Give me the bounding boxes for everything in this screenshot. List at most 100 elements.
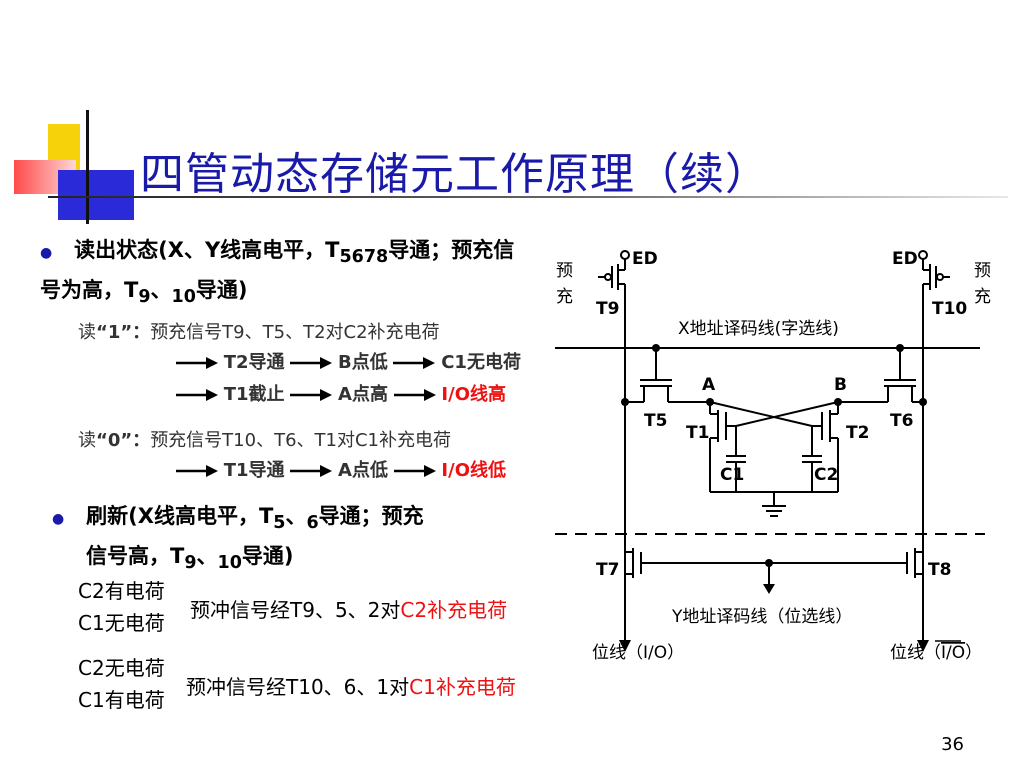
subscript: 9 [138, 287, 151, 308]
read-one-step: A点高 [338, 384, 388, 405]
read-zero-step: 预充信号T10、T6、T1对C1补充电荷 [150, 430, 452, 451]
precharge-label-left: 预 [556, 261, 573, 281]
gate-bubble [604, 273, 612, 281]
refresh-case2-state: C2无电荷 C1有电荷 [78, 652, 165, 716]
read-zero-step: T1导通 [223, 460, 285, 481]
ed-label-left: ED [632, 249, 658, 269]
slide-title: 四管动态存储元工作原理（续） [140, 149, 770, 200]
read-one-line2: T2导通 B点低 C1无电荷 [176, 348, 521, 374]
junction-dot [919, 398, 927, 406]
t5-label: T5 [644, 411, 667, 431]
precharge-label-right: 预 [974, 261, 991, 281]
arrow-icon [290, 465, 333, 477]
arrow-icon [290, 357, 333, 369]
c2-label: C2 [814, 465, 838, 485]
capacitor-state: C1无电荷 [78, 611, 165, 635]
bullet-text: 、 [285, 504, 307, 528]
bullet-dot: ● [52, 511, 65, 527]
t1-label: T1 [686, 423, 709, 443]
bitline-right-text: 位线（ [890, 643, 941, 663]
refresh-target: C2补充电荷 [400, 598, 508, 622]
bullet-text: 信号高，T [86, 544, 185, 569]
read-one-line3: T1截止 A点高 I/O线高 [176, 380, 506, 406]
bullet-refresh: ● 刷新(X线高电平，T5、6导通；预充 信号高，T9、10导通) [52, 500, 522, 580]
read-one-step: B点低 [338, 352, 388, 373]
subscript: 9 [184, 553, 197, 574]
read-one-result: I/O线高 [441, 384, 506, 405]
bullet-text: 导通；预充信号为高，T [40, 238, 515, 303]
arrow-down-icon [917, 640, 929, 652]
bitline-right-label: 位线（I/O） [890, 643, 982, 663]
read-zero-line1: 读“0”：预充信号T10、T6、T1对C1补充电荷 [78, 426, 451, 452]
refresh-case1-state: C2有电荷 C1无电荷 [78, 575, 165, 639]
subscript: 5678 [339, 247, 389, 268]
arrow-icon [176, 389, 218, 401]
ed-label-right: ED [892, 249, 918, 269]
t6-label: T6 [890, 411, 913, 431]
precharge-label-left: 充 [556, 287, 573, 307]
junction-dot [896, 344, 904, 352]
junction-dot [765, 559, 773, 567]
junction-dot [834, 398, 842, 406]
decor-vertical-line [86, 110, 89, 224]
bitline-right-io-bar: I/O [941, 643, 965, 663]
gate-bubble [936, 273, 944, 281]
decor-blue-block [58, 170, 134, 220]
subscript: 10 [171, 287, 196, 308]
arrow-icon [176, 465, 218, 477]
junction-dot [706, 398, 714, 406]
node-a-label: A [702, 375, 716, 395]
read-one-step: 预充信号T9、T5、T2对C2补充电荷 [150, 322, 440, 343]
capacitor-state: C2有电荷 [78, 579, 165, 603]
t10-label: T10 [932, 299, 967, 319]
bullet-dot: ● [40, 245, 53, 261]
read-zero-step: A点低 [338, 460, 388, 481]
bitline-left-label: 位线（I/O） [592, 643, 684, 663]
bullet-text: 导通) [241, 544, 294, 569]
arrow-down-icon [763, 584, 775, 594]
x-address-line-label: X地址译码线(字选线) [678, 319, 839, 339]
arrow-icon [393, 465, 436, 477]
arrow-icon [290, 389, 333, 401]
title-underline [48, 196, 1008, 198]
read-zero-line2: T1导通 A点低 I/O线低 [176, 456, 506, 482]
bullet-text: X、Y线高电平，T [167, 238, 340, 262]
subscript: 6 [306, 513, 319, 534]
read-value: “1”： [96, 322, 151, 343]
bullet-text: 导通) [195, 278, 248, 303]
arrow-icon [176, 357, 218, 369]
bullet-text: 、 [150, 278, 172, 303]
arrow-icon [393, 357, 436, 369]
c1-label: C1 [720, 465, 744, 485]
refresh-path: 预冲信号经T10、6、1对 [186, 675, 410, 699]
read-one-line1: 读“1”：预充信号T9、T5、T2对C2补充电荷 [78, 318, 440, 344]
arrow-icon [393, 389, 436, 401]
read-one-step: T1截止 [223, 384, 285, 405]
read-value: “0”： [96, 430, 151, 451]
capacitor-state: C2无电荷 [78, 656, 165, 680]
page-number: 36 [941, 734, 964, 755]
refresh-case1-desc: 预冲信号经T9、5、2对C2补充电荷 [190, 594, 507, 623]
y-address-line-label: Y地址译码线（位选线） [671, 607, 852, 627]
ed-terminal [620, 250, 630, 260]
t7-label: T7 [596, 560, 619, 580]
refresh-case2-desc: 预冲信号经T10、6、1对C1补充电荷 [186, 671, 516, 700]
bitline-right-text: ） [965, 643, 982, 663]
bullet-text: 刷新(X线高电平，T [86, 504, 274, 528]
node-b-label: B [834, 375, 847, 395]
junction-dot [621, 398, 629, 406]
subscript: 5 [273, 513, 286, 534]
bullet-read-state: ● 读出状态(X、Y线高电平，T5678导通；预充信号为高，T9、10导通) [40, 234, 530, 314]
read-one-step: C1无电荷 [441, 352, 521, 373]
refresh-path: 预冲信号经T9、5、2对 [190, 598, 401, 622]
capacitor-state: C1有电荷 [78, 688, 165, 712]
refresh-target: C1补充电荷 [409, 675, 516, 699]
ed-terminal [918, 250, 928, 260]
t2-label: T2 [846, 423, 869, 443]
bullet-text: 、 [196, 544, 218, 569]
junction-dot [652, 344, 660, 352]
arrow-down-icon [619, 640, 631, 652]
t9-label: T9 [596, 299, 619, 319]
dram-circuit-diagram: 预 充 预 充 ED ED T9 T10 X地址译码线(字选线) A B T5 … [555, 249, 991, 663]
read-prefix: 读 [78, 430, 96, 451]
